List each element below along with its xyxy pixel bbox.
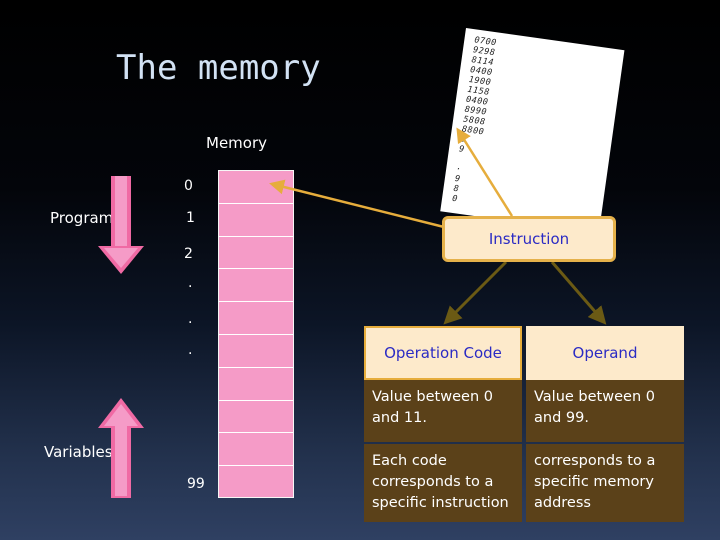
- memory-cell: [219, 171, 293, 204]
- memory-cell: [219, 433, 293, 467]
- slide-title: The memory: [116, 48, 321, 88]
- memory-cell: [219, 302, 293, 335]
- instruction-to-opcode-arrow: [443, 260, 508, 325]
- program-span-arrow: [98, 176, 144, 274]
- instruction-to-memory-arrow: [269, 179, 449, 230]
- variables-label: Variables: [44, 443, 113, 461]
- table-cell-operand-desc: corresponds to a specific memory address: [526, 444, 684, 522]
- memory-index-2: 2: [184, 246, 193, 262]
- table-cell-opcode-desc: Each code corresponds to a specific inst…: [364, 444, 522, 522]
- memory-index-0: 0: [184, 178, 193, 194]
- table-cell-opcode-range: Value between 0 and 11.: [364, 380, 522, 442]
- memory-cell: [219, 368, 293, 401]
- instruction-box: Instruction: [442, 216, 616, 262]
- memory-label: Memory: [206, 134, 268, 152]
- table-header-opcode: Operation Code: [364, 326, 522, 380]
- memory-ellipsis-1: .: [188, 275, 193, 291]
- memory-cell: [219, 401, 293, 434]
- memory-cell: [219, 204, 293, 237]
- program-label: Program: [50, 209, 114, 227]
- table-header-operand: Operand: [526, 326, 684, 380]
- memory-column: [218, 170, 294, 498]
- memory-index-99: 99: [187, 476, 205, 492]
- table-cell-operand-range: Value between 0 and 99.: [526, 380, 684, 442]
- memory-cell: [219, 335, 293, 368]
- memory-cell: [219, 237, 293, 270]
- memory-ellipsis-2: .: [188, 311, 193, 327]
- instruction-to-paper-arrow: [456, 127, 514, 217]
- memory-cell: [219, 269, 293, 303]
- memory-ellipsis-3: .: [188, 342, 193, 358]
- memory-index-1: 1: [186, 210, 195, 226]
- variables-span-arrow: [98, 398, 144, 498]
- instruction-to-operand-arrow: [550, 261, 607, 325]
